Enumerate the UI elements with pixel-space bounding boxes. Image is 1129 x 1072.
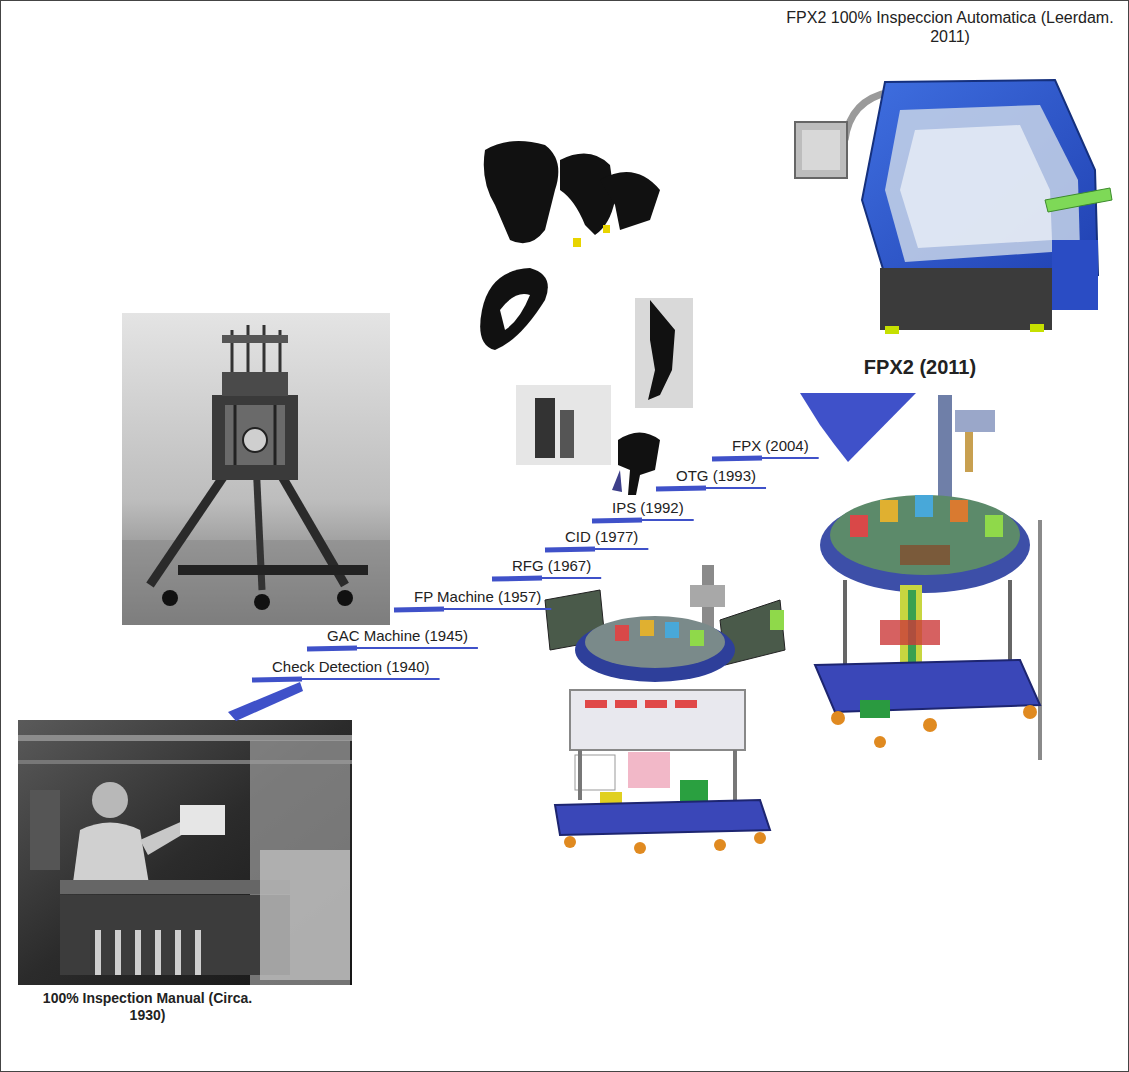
photo-caption: 100% Inspection Manual (Circa. 1930) [25, 990, 270, 1024]
timeline-step: RFG (1967) [512, 557, 591, 575]
fpx2-enclosed-machine [795, 80, 1112, 334]
step-underline [492, 577, 601, 579]
container-silhouettes [480, 141, 693, 495]
fpx2-machine-cad [815, 395, 1040, 760]
timeline-step: Check Detection (1940) [272, 658, 430, 676]
timeline-step: IPS (1992) [612, 499, 684, 517]
timeline-step: GAC Machine (1945) [327, 627, 468, 645]
timeline-arrow [800, 393, 916, 462]
step-underline [545, 548, 648, 550]
timeline-step: FPX (2004) [732, 437, 809, 455]
step-underline [394, 608, 551, 610]
step-underline [712, 457, 819, 459]
timeline-step: FP Machine (1957) [414, 588, 541, 606]
step-underline [656, 487, 766, 489]
step-underline [307, 647, 478, 649]
tripod-machine-photo [122, 313, 390, 625]
fp-machine-cad [545, 565, 785, 854]
step-underline [252, 678, 440, 680]
photo-caption: FPX2 100% Inspeccion Automatica (Leerdam… [775, 8, 1125, 46]
manual-inspection-photo [18, 720, 352, 985]
step-underline [592, 519, 694, 521]
model-label: FPX2 (2011) [835, 355, 1005, 379]
timeline-step: CID (1977) [565, 528, 638, 546]
timeline-step: OTG (1993) [676, 467, 756, 485]
timeline-ramp [228, 682, 303, 721]
